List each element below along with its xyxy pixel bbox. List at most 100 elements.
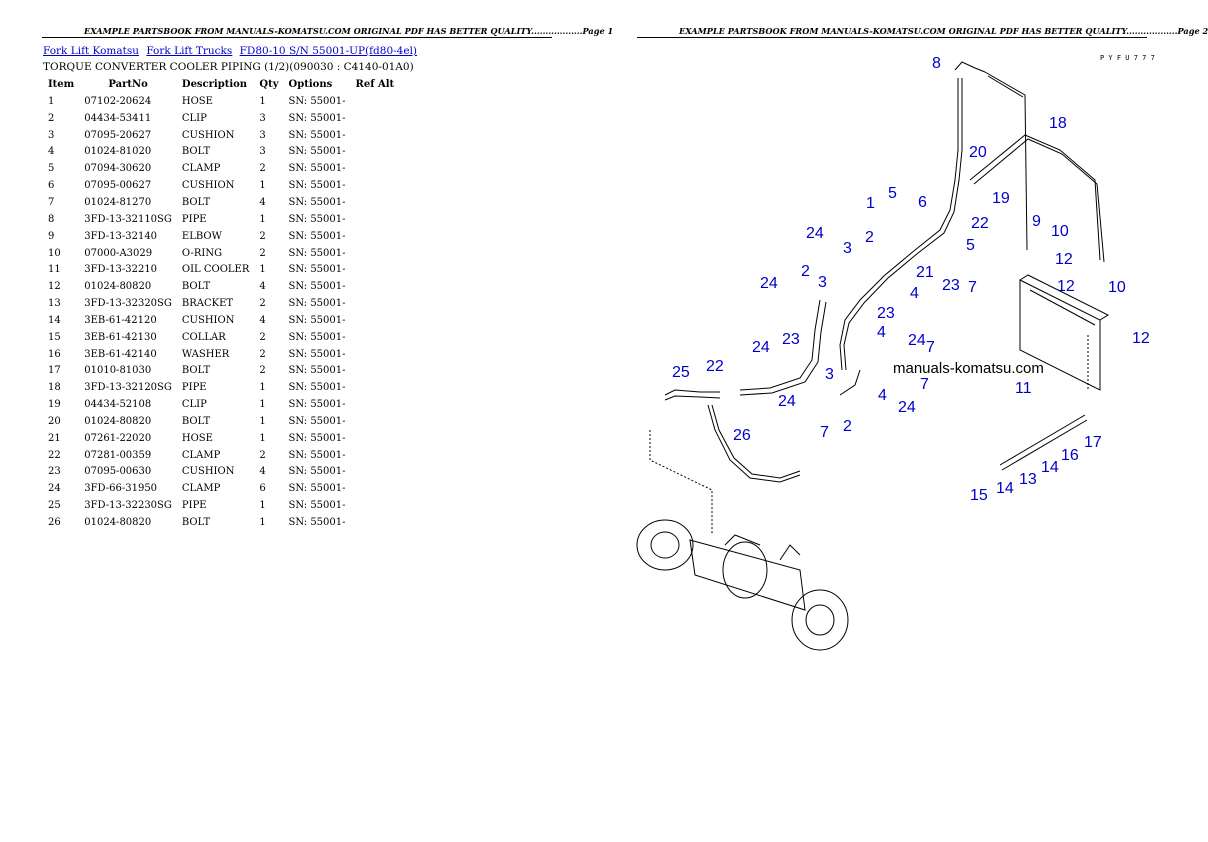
callout-label: 2 [801,263,810,280]
item-number: 13 [48,298,61,310]
section-title: TORQUE CONVERTER COOLER PIPING (1/2)(090… [43,61,414,73]
callout-label: 7 [968,279,977,296]
page-1: EXAMPLE PARTSBOOK FROM MANUALS-KOMATSU.C… [0,0,613,842]
callout-label: 24 [806,225,824,242]
col-description: Description [181,79,248,90]
options: SN: 55001- [288,415,346,427]
options: SN: 55001- [288,399,346,411]
callout-label: 16 [1061,447,1079,464]
callout-label: 15 [970,487,988,504]
callout-label: 26 [733,427,751,444]
col-item: Item [48,79,75,90]
breadcrumb-link-category[interactable]: Fork Lift Trucks [146,45,233,57]
quantity: 3 [259,129,266,141]
callout-label: 21 [916,264,934,281]
description: BRACKET [181,298,234,310]
options: SN: 55001- [288,348,346,360]
description: CLIP [181,112,207,124]
callout-label: 22 [706,358,724,375]
callout-label: 23 [782,331,800,348]
watermark: manuals-komatsu.com [893,360,1044,377]
callout-label: 1 [866,195,875,212]
part-number: 01024-81270 [84,196,152,208]
description: HOSE [181,95,213,107]
part-number: 07095-00630 [84,466,152,478]
item-number: 24 [48,483,61,495]
quantity: 1 [259,213,266,225]
item-number: 25 [48,500,61,512]
options: SN: 55001- [288,466,346,478]
part-number: 07095-00627 [84,180,152,192]
part-number: 3FD-13-32210 [84,264,158,276]
page-header: EXAMPLE PARTSBOOK FROM MANUALS-KOMATSU.C… [84,26,614,36]
piping-drawing [636,61,1110,651]
callout-label: 2 [865,229,874,246]
quantity: 2 [259,247,266,259]
part-number: 07000-A3029 [84,247,153,259]
callout-label: 11 [1015,380,1032,397]
description: CLIP [181,399,207,411]
description: OIL COOLER [181,264,250,276]
item-number: 2 [48,112,55,124]
callout-label: 25 [672,364,690,381]
part-number: 3FD-13-32120SG [84,382,172,394]
breadcrumb-link-model[interactable]: FD80-10 S/N 55001-UP(fd80-4el) [239,45,418,57]
callout-label: 7 [926,339,935,356]
breadcrumb-link-brand[interactable]: Fork Lift Komatsu [43,45,139,57]
item-number: 4 [48,146,55,158]
quantity: 2 [259,331,266,343]
description: CLAMP [181,163,221,175]
callout-labels: 8 18 20 19 22 1 5 6 9 10 24 3 2 21 5 23 … [672,55,1150,504]
description: CUSHION [181,129,235,141]
options: SN: 55001- [288,382,346,394]
description: BOLT [181,281,211,293]
part-number: 3EB-61-42140 [84,348,157,360]
description: BOLT [181,517,211,529]
options: SN: 55001- [288,196,346,208]
options: SN: 55001- [288,264,346,276]
item-number: 23 [48,466,61,478]
quantity: 2 [259,230,266,242]
options: SN: 55001- [288,500,346,512]
page-2: EXAMPLE PARTSBOOK FROM MANUALS-KOMATSU.C… [595,0,1208,842]
part-number: 01024-81020 [84,146,152,158]
header-rule [637,37,1147,38]
callout-label: 24 [760,275,778,292]
item-number: 9 [48,230,55,242]
callout-label: 3 [825,366,834,383]
table-header-row: Item PartNo Description Qty Options Ref … [43,76,399,93]
options: SN: 55001- [288,213,346,225]
item-number: 12 [48,281,61,293]
description: O-RING [181,247,223,259]
callout-label: 19 [992,190,1010,207]
callout-label: 13 [1019,471,1037,488]
part-number: 3EB-61-42130 [84,331,157,343]
description: BOLT [181,415,211,427]
item-number: 19 [48,399,61,411]
header-rule [42,37,552,38]
description: BOLT [181,365,211,377]
col-ref-alt: Ref Alt [355,79,395,90]
part-number: 3EB-61-42120 [84,314,157,326]
quantity: 1 [259,415,266,427]
item-number: 26 [48,517,61,529]
item-number: 15 [48,331,61,343]
item-number: 21 [48,432,61,444]
part-number: 3FD-13-32320SG [84,298,172,310]
item-number: 18 [48,382,61,394]
quantity: 1 [259,95,266,107]
callout-label: 24 [778,393,796,410]
options: SN: 55001- [288,129,346,141]
